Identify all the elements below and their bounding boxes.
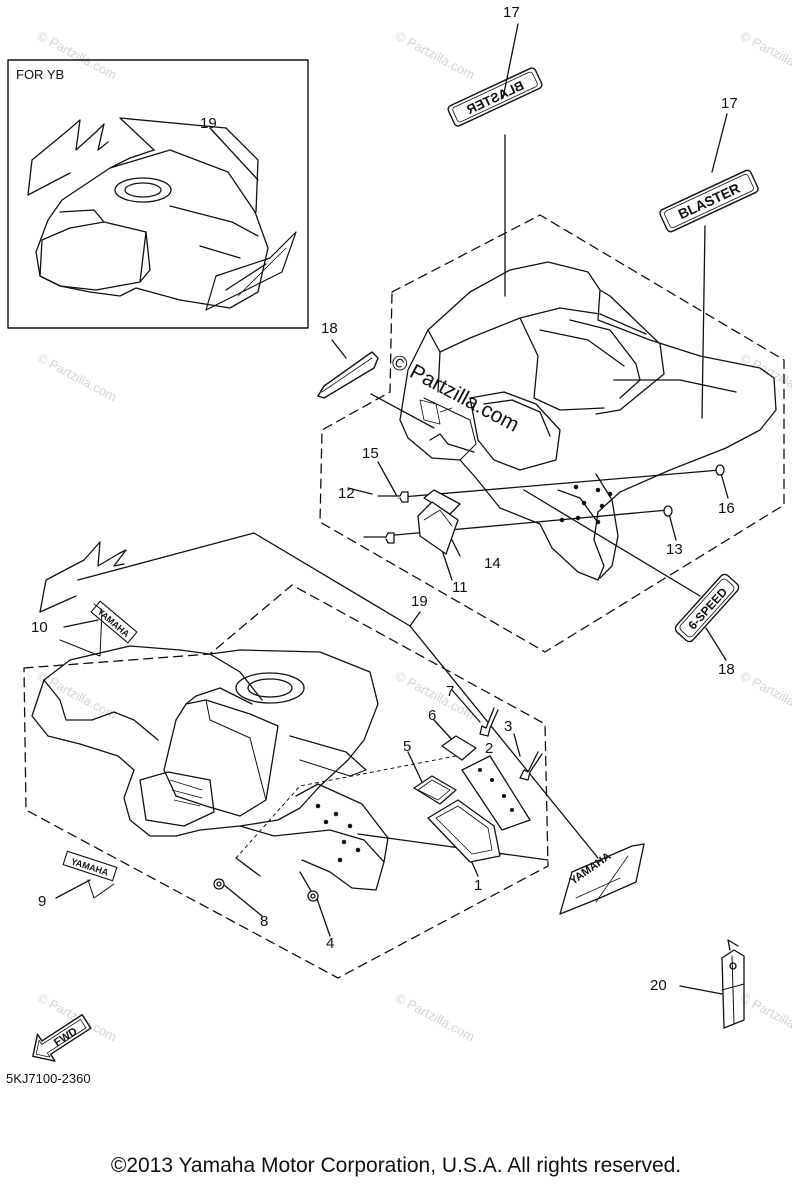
callout-6: 6 xyxy=(428,707,437,724)
blaster-decal-label: BLASTER xyxy=(464,78,527,118)
callout-16: 16 xyxy=(718,500,735,517)
yamaha-decal-label: YAMAHA xyxy=(568,850,614,887)
callout-15: 15 xyxy=(362,445,379,462)
callout-17: 17 xyxy=(503,4,520,21)
rear-fender-assembly: BLASTER BLASTER 6-SPEED xyxy=(317,23,785,661)
callout-9: 9 xyxy=(38,893,47,910)
inset-label: FOR YB xyxy=(16,67,65,82)
callout-19: 19 xyxy=(200,115,217,132)
callout-20: 20 xyxy=(650,977,667,994)
blaster-decal-label: BLASTER xyxy=(676,180,743,222)
yamaha-decal-label: YAMAHA xyxy=(70,856,110,878)
callout-1: 1 xyxy=(474,877,483,894)
callout-11: 11 xyxy=(452,579,468,596)
callout-18: 18 xyxy=(718,661,735,678)
callout-19: 19 xyxy=(411,593,428,610)
callout-14: 14 xyxy=(484,555,501,572)
diagram-code: 5KJ7100-2360 xyxy=(6,1071,91,1086)
callout-4: 4 xyxy=(326,935,335,952)
inset-for-yb xyxy=(7,59,309,329)
callout-8: 8 xyxy=(260,913,269,930)
callout-17: 17 xyxy=(721,95,738,112)
callout-5: 5 xyxy=(403,738,412,755)
callout-18: 18 xyxy=(321,320,338,337)
copyright-notice: ©2013 Yamaha Motor Corporation, U.S.A. A… xyxy=(110,1154,682,1177)
callout-7: 7 xyxy=(446,683,455,700)
callout-3: 3 xyxy=(504,718,513,735)
callout-2: 2 xyxy=(485,740,494,757)
front-fender-assembly: YAMAHA YAMAHA YAMAHA xyxy=(23,532,745,1062)
callout-12: 12 xyxy=(338,485,355,502)
callout-10: 10 xyxy=(31,619,48,636)
callout-13: 13 xyxy=(666,541,683,558)
